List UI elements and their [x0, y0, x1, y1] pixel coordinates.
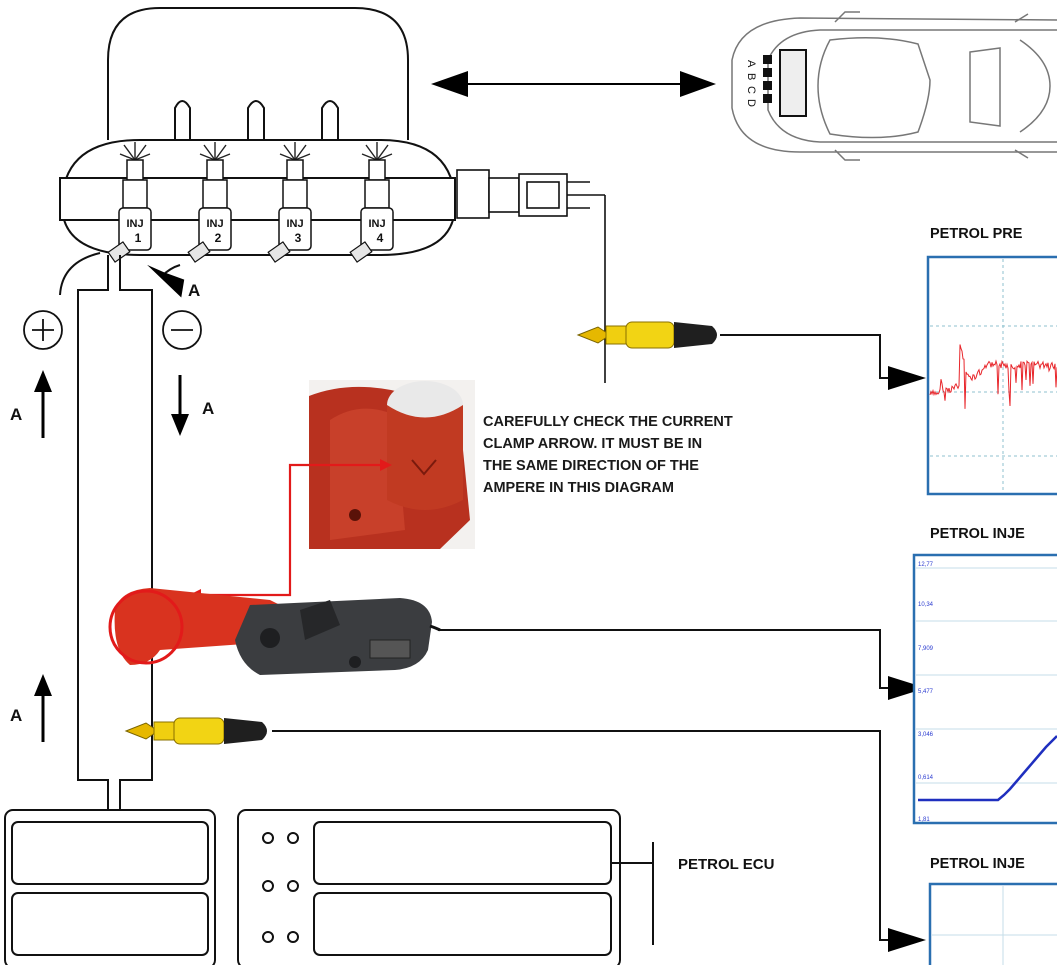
injector-3-tag: INJ	[286, 218, 303, 230]
note-line-1: CAREFULLY CHECK THE CURRENT	[483, 414, 733, 430]
obd-connector: A B C D	[745, 49, 807, 117]
car-top-view	[731, 11, 1057, 161]
plus-icon	[23, 310, 63, 350]
scope-1-title: PETROL PRE	[930, 226, 1023, 242]
scope-3	[928, 882, 1057, 965]
scope-2-title: PETROL INJE	[930, 526, 1025, 542]
clamp-highlight-circle	[108, 589, 184, 665]
scope-2-tick-1: 12,77	[918, 562, 934, 568]
current-arrow-up-2	[34, 674, 52, 742]
lead-arrow-2	[888, 676, 926, 700]
connector-pin-d: D	[745, 99, 757, 107]
connector-pin-a: A	[745, 60, 757, 68]
connector-pin-b: B	[745, 73, 757, 80]
current-arrow-up-1	[34, 370, 52, 438]
diagnostic-link-arrow	[431, 71, 716, 97]
current-label-a3: A	[10, 405, 22, 424]
current-label-a1: A	[188, 281, 200, 300]
injector-1: INJ 1	[107, 142, 152, 263]
injector-wiring	[59, 252, 181, 810]
scope-2-tick-5: 3,046	[918, 732, 934, 738]
injector-2-number: 2	[215, 231, 222, 245]
minus-icon	[162, 310, 202, 350]
current-arrow-down	[171, 375, 189, 436]
note-line-4: AMPERE IN THIS DIAGRAM	[483, 480, 674, 496]
lead-arrow-3	[888, 928, 926, 952]
connector-pin-c: C	[745, 86, 757, 94]
current-clamp	[114, 588, 441, 675]
probe-injector	[124, 717, 267, 745]
scope-2-tick-7: 1,81	[918, 817, 930, 823]
ecu-left	[4, 809, 216, 965]
scope-2-tick-6: 0,614	[918, 775, 934, 781]
current-label-a2: A	[202, 399, 214, 418]
scope-2-tick-3: 7,909	[918, 646, 934, 652]
scope-2-tick-4: 5,477	[918, 689, 934, 695]
injector-2: INJ 2	[187, 142, 232, 263]
petrol-ecu-label: PETROL ECU	[678, 856, 774, 873]
injector-4-number: 4	[377, 231, 384, 245]
clamp-instruction-note: CAREFULLY CHECK THE CURRENT CLAMP ARROW.…	[483, 411, 833, 499]
injector-4-tag: INJ	[368, 218, 385, 230]
note-line-3: THE SAME DIRECTION OF THE	[483, 458, 699, 474]
scope-3-title: PETROL INJE	[930, 856, 1025, 872]
injector-wire-arrow	[147, 264, 185, 298]
scope-2-current: 12,77 10,34 7,909 5,477 3,046 0,614 1,81	[912, 553, 1057, 825]
probe-pressure	[576, 321, 728, 349]
pressure-sensor	[456, 169, 606, 383]
injector-1-number: 1	[135, 231, 142, 245]
current-label-a4: A	[10, 706, 22, 725]
injector-2-tag: INJ	[206, 218, 223, 230]
injector-3-number: 3	[295, 231, 302, 245]
lead-arrow-1	[888, 366, 926, 390]
clamp-arrow-photo	[309, 380, 475, 549]
injector-4: INJ 4	[349, 142, 394, 263]
scope-1-pressure	[926, 255, 1057, 496]
injector-1-tag: INJ	[126, 218, 143, 230]
scope-2-tick-2: 10,34	[918, 602, 934, 608]
note-line-2: CLAMP ARROW. IT MUST BE IN	[483, 436, 703, 452]
clamp-pointer-line	[189, 459, 392, 601]
injector-3: INJ 3	[267, 142, 312, 263]
petrol-ecu	[237, 809, 654, 965]
